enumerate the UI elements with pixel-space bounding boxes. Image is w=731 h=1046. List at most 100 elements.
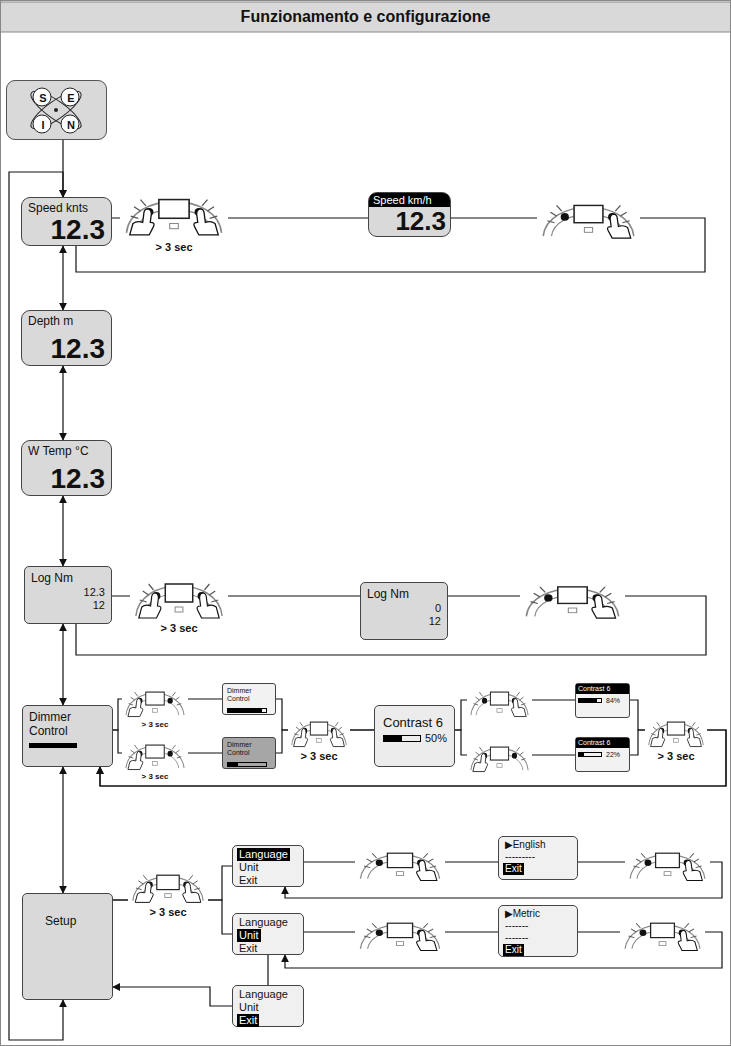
menu-item: ------- <box>503 932 530 944</box>
setup-box: Setup <box>22 893 113 1000</box>
button-press-icon <box>620 912 705 952</box>
level-fill <box>228 709 262 712</box>
level-bar <box>29 743 77 748</box>
press-duration: > 3 sec <box>142 720 169 730</box>
menu-item: Unit <box>237 861 261 874</box>
display-value: 12 <box>367 615 441 628</box>
button-press-icon <box>355 912 445 952</box>
flow-connector <box>62 246 63 310</box>
button-press-icon <box>122 682 188 718</box>
level-bar <box>227 708 267 713</box>
menu-item: Exit <box>237 942 259 955</box>
submenu-box: ▶Metric--------------Exit <box>498 905 578 957</box>
menu-item: Unit <box>237 929 261 942</box>
logo-ring <box>61 88 79 106</box>
level-bar <box>578 752 602 757</box>
display-value: 12.3 <box>373 207 446 235</box>
button-press-icon <box>537 192 640 240</box>
level-fill <box>29 743 77 748</box>
logo-ring <box>33 88 51 106</box>
menu-title: Dimmer Control <box>227 687 271 703</box>
display-value: 0 <box>367 602 441 615</box>
menu-title: Setup <box>45 914 90 928</box>
page-title: Funzionamento e configurazione <box>0 2 731 32</box>
display-label: Log Nm <box>367 586 441 602</box>
log-box: Log Nm12.312 <box>24 566 112 624</box>
menu-item: ------- <box>503 920 530 932</box>
display-label: Speed knts <box>28 201 105 215</box>
display-box: Depth m12.3 <box>21 310 112 366</box>
button-press-icon <box>467 737 532 773</box>
menu-item: Exit <box>237 874 259 887</box>
display-box: W Temp °C 12.3 <box>21 440 112 496</box>
button-press-icon <box>130 570 228 620</box>
display-label: W Temp °C <box>28 444 105 458</box>
press-duration: > 3 sec <box>160 622 197 635</box>
level-bar <box>227 762 267 767</box>
menu-item: --------- <box>503 851 537 863</box>
logo-letter: I <box>37 118 49 132</box>
title-band <box>1 2 731 32</box>
display-label: Speed km/h <box>369 193 450 207</box>
display-box: Speed km/h12.3 <box>368 192 451 237</box>
button-press-icon <box>128 864 208 904</box>
menu-box: LanguageUnitExit <box>232 845 304 887</box>
display-value: 12.3 <box>31 586 105 599</box>
level-row: 84% <box>578 696 627 705</box>
menu-item: Language <box>237 988 290 1001</box>
logo-ground <box>6 80 107 140</box>
level-fill <box>228 763 238 766</box>
button-press-icon <box>467 682 532 718</box>
display-value: 12.3 <box>28 215 105 245</box>
level-bar <box>578 698 602 703</box>
level-fill <box>384 736 402 741</box>
button-press-icon <box>288 712 350 748</box>
dimmer-preview-box: Dimmer Control <box>222 683 276 715</box>
contrast-box: Contrast 650% <box>374 705 455 767</box>
level-bar <box>383 735 421 742</box>
level-percent: 22% <box>606 750 620 759</box>
flow-connector <box>62 496 63 566</box>
level-fill <box>579 753 584 756</box>
display-label: Depth m <box>28 314 105 328</box>
flow-connector <box>113 987 232 1006</box>
menu-title: Dimmer Control <box>29 710 106 738</box>
button-press-icon <box>625 842 710 882</box>
press-duration: > 3 sec <box>142 772 169 782</box>
menu-item: Language <box>237 848 290 861</box>
logo-core <box>54 108 58 112</box>
logo-orbit <box>26 85 85 134</box>
menu-item: ▶Metric <box>503 908 542 920</box>
flow-connector <box>62 624 63 705</box>
press-duration: > 3 sec <box>155 241 192 254</box>
flow-connector <box>113 900 232 934</box>
button-press-icon <box>120 185 228 237</box>
level-row: 22% <box>578 750 627 759</box>
menu-title: Contrast 6 <box>576 738 629 748</box>
button-press-icon <box>645 712 707 748</box>
press-duration: > 3 sec <box>149 906 186 919</box>
level-percent: 84% <box>606 696 620 705</box>
menu-box: LanguageUnitExit <box>232 985 304 1027</box>
display-label: Log Nm <box>31 570 105 586</box>
display-box: Speed knts12.3 <box>21 197 112 246</box>
press-duration: > 3 sec <box>300 750 337 763</box>
log-box: Log Nm012 <box>360 582 448 640</box>
menu-item: Language <box>237 916 290 929</box>
display-value: 12.3 <box>28 464 105 494</box>
logo-ring <box>61 115 79 133</box>
logo-letter: S <box>37 91 49 105</box>
contrast-preview-box: Contrast 6 22% <box>575 737 630 772</box>
flow-connector <box>62 767 63 893</box>
menu-item: Exit <box>503 863 524 875</box>
menu-title: Contrast 6 <box>576 684 629 694</box>
menu-item: Exit <box>503 944 524 956</box>
logo-box: SEIN <box>6 80 107 140</box>
dimmer-preview-box: Dimmer Control <box>222 737 276 769</box>
